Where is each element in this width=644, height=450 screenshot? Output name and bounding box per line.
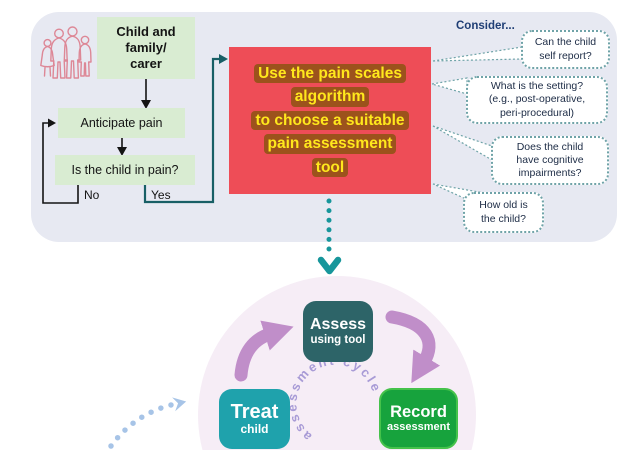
speech-tail-3 [432, 125, 493, 162]
speech-tail-1 [432, 46, 523, 62]
family-icon [40, 26, 92, 79]
action-line: pain assessment [263, 134, 397, 154]
speech-bubble-self-report: Can the child self report? [521, 30, 610, 69]
arrow-start-to-anticipate [141, 79, 151, 109]
arrow-anticipate-to-question [117, 138, 127, 156]
action-line: to choose a suitable [251, 110, 409, 131]
treat-subtitle: child [240, 422, 269, 437]
dotted-down-arrow [317, 198, 342, 275]
dotted-entry-arrow [108, 397, 187, 449]
speech-tail-2 [431, 77, 468, 95]
anticipate-pain-box: Anticipate pain [58, 108, 185, 138]
speech-bubble-age: How old is the child? [463, 192, 544, 233]
arrow-assess-to-record [385, 310, 441, 384]
action-line: algorithm [290, 87, 370, 107]
record-subtitle: assessment [387, 421, 450, 434]
assess-box: Assess using tool [303, 301, 373, 362]
record-box: Record assessment [379, 388, 458, 449]
assess-title: Assess [309, 316, 367, 334]
pain-scales-action-box: Use the pain scales algorithm to choose … [229, 47, 431, 194]
assess-subtitle: using tool [310, 333, 366, 346]
yes-arrow [143, 54, 228, 204]
speech-bubble-cognitive: Does the child have cognitive impairment… [491, 136, 609, 185]
yes-label: Yes [151, 188, 171, 202]
start-box: Child and family/ carer [97, 17, 195, 79]
speech-bubble-setting: What is the setting? (e.g., post-operati… [466, 76, 608, 124]
action-line: Use the pain scales [254, 64, 406, 84]
treat-title: Treat [230, 401, 279, 424]
action-line: tool [311, 157, 349, 177]
pain-question-box: Is the child in pain? [55, 155, 195, 185]
no-label: No [84, 188, 100, 202]
no-loop-arrow [42, 118, 79, 204]
record-title: Record [390, 403, 447, 422]
arrow-treat-to-assess [234, 320, 294, 382]
treat-box: Treat child [219, 389, 290, 449]
consider-label: Consider... [456, 20, 515, 32]
